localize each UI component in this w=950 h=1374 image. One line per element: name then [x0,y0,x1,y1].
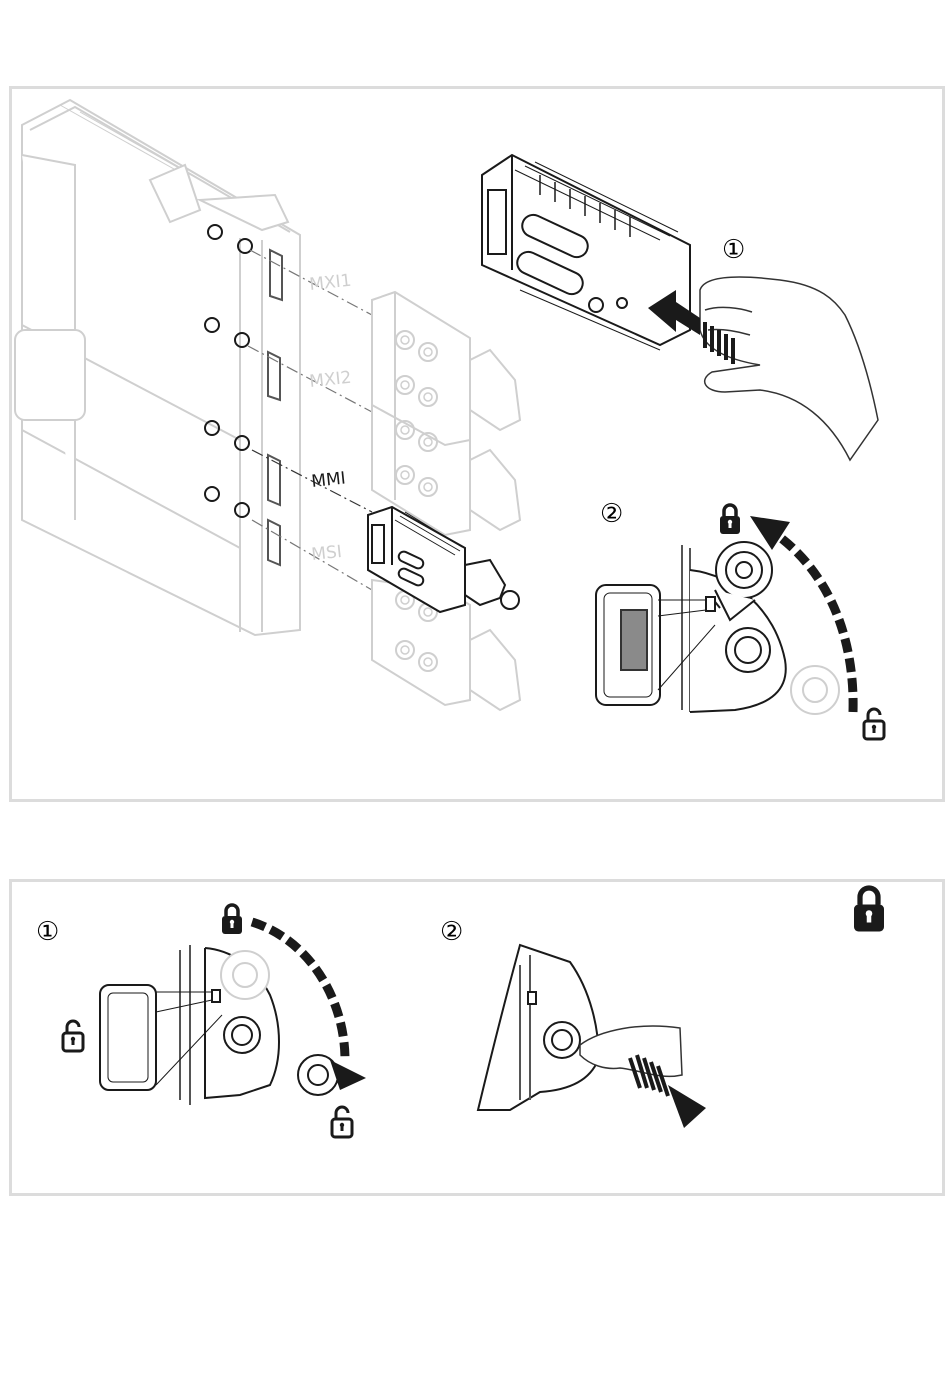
slot-label-mmi: MMI [310,468,346,491]
lock-open-icon-bottom [63,1021,83,1051]
module-insert [482,155,690,350]
lock-closed-icon [720,505,740,534]
step-1-label-bottom: ① [36,917,59,947]
step-2-label-bottom: ② [440,917,463,947]
slot-label-mxi2: MXI2 [308,368,352,392]
slot-label-msi: MSI [310,542,342,565]
device-chassis [15,100,300,635]
lock-closed-icon-bottom [222,905,242,934]
step-1-label: ① [722,235,745,265]
lock-mechanism [596,542,786,712]
ghost-rosette [791,666,839,714]
ghost-rosette-bottom [221,951,269,999]
lock-open-icon [864,709,884,739]
pull-out-mechanism [478,945,632,1110]
step-2-label: ② [600,499,623,529]
lock-closed-icon-large [854,888,884,932]
slot-label-mxi1: MXI1 [308,271,352,295]
lock-open-icon-bottom-2 [332,1107,352,1137]
unlock-mechanism [100,945,338,1105]
ghost-module-stack [372,292,520,710]
hand-icon [700,277,878,460]
